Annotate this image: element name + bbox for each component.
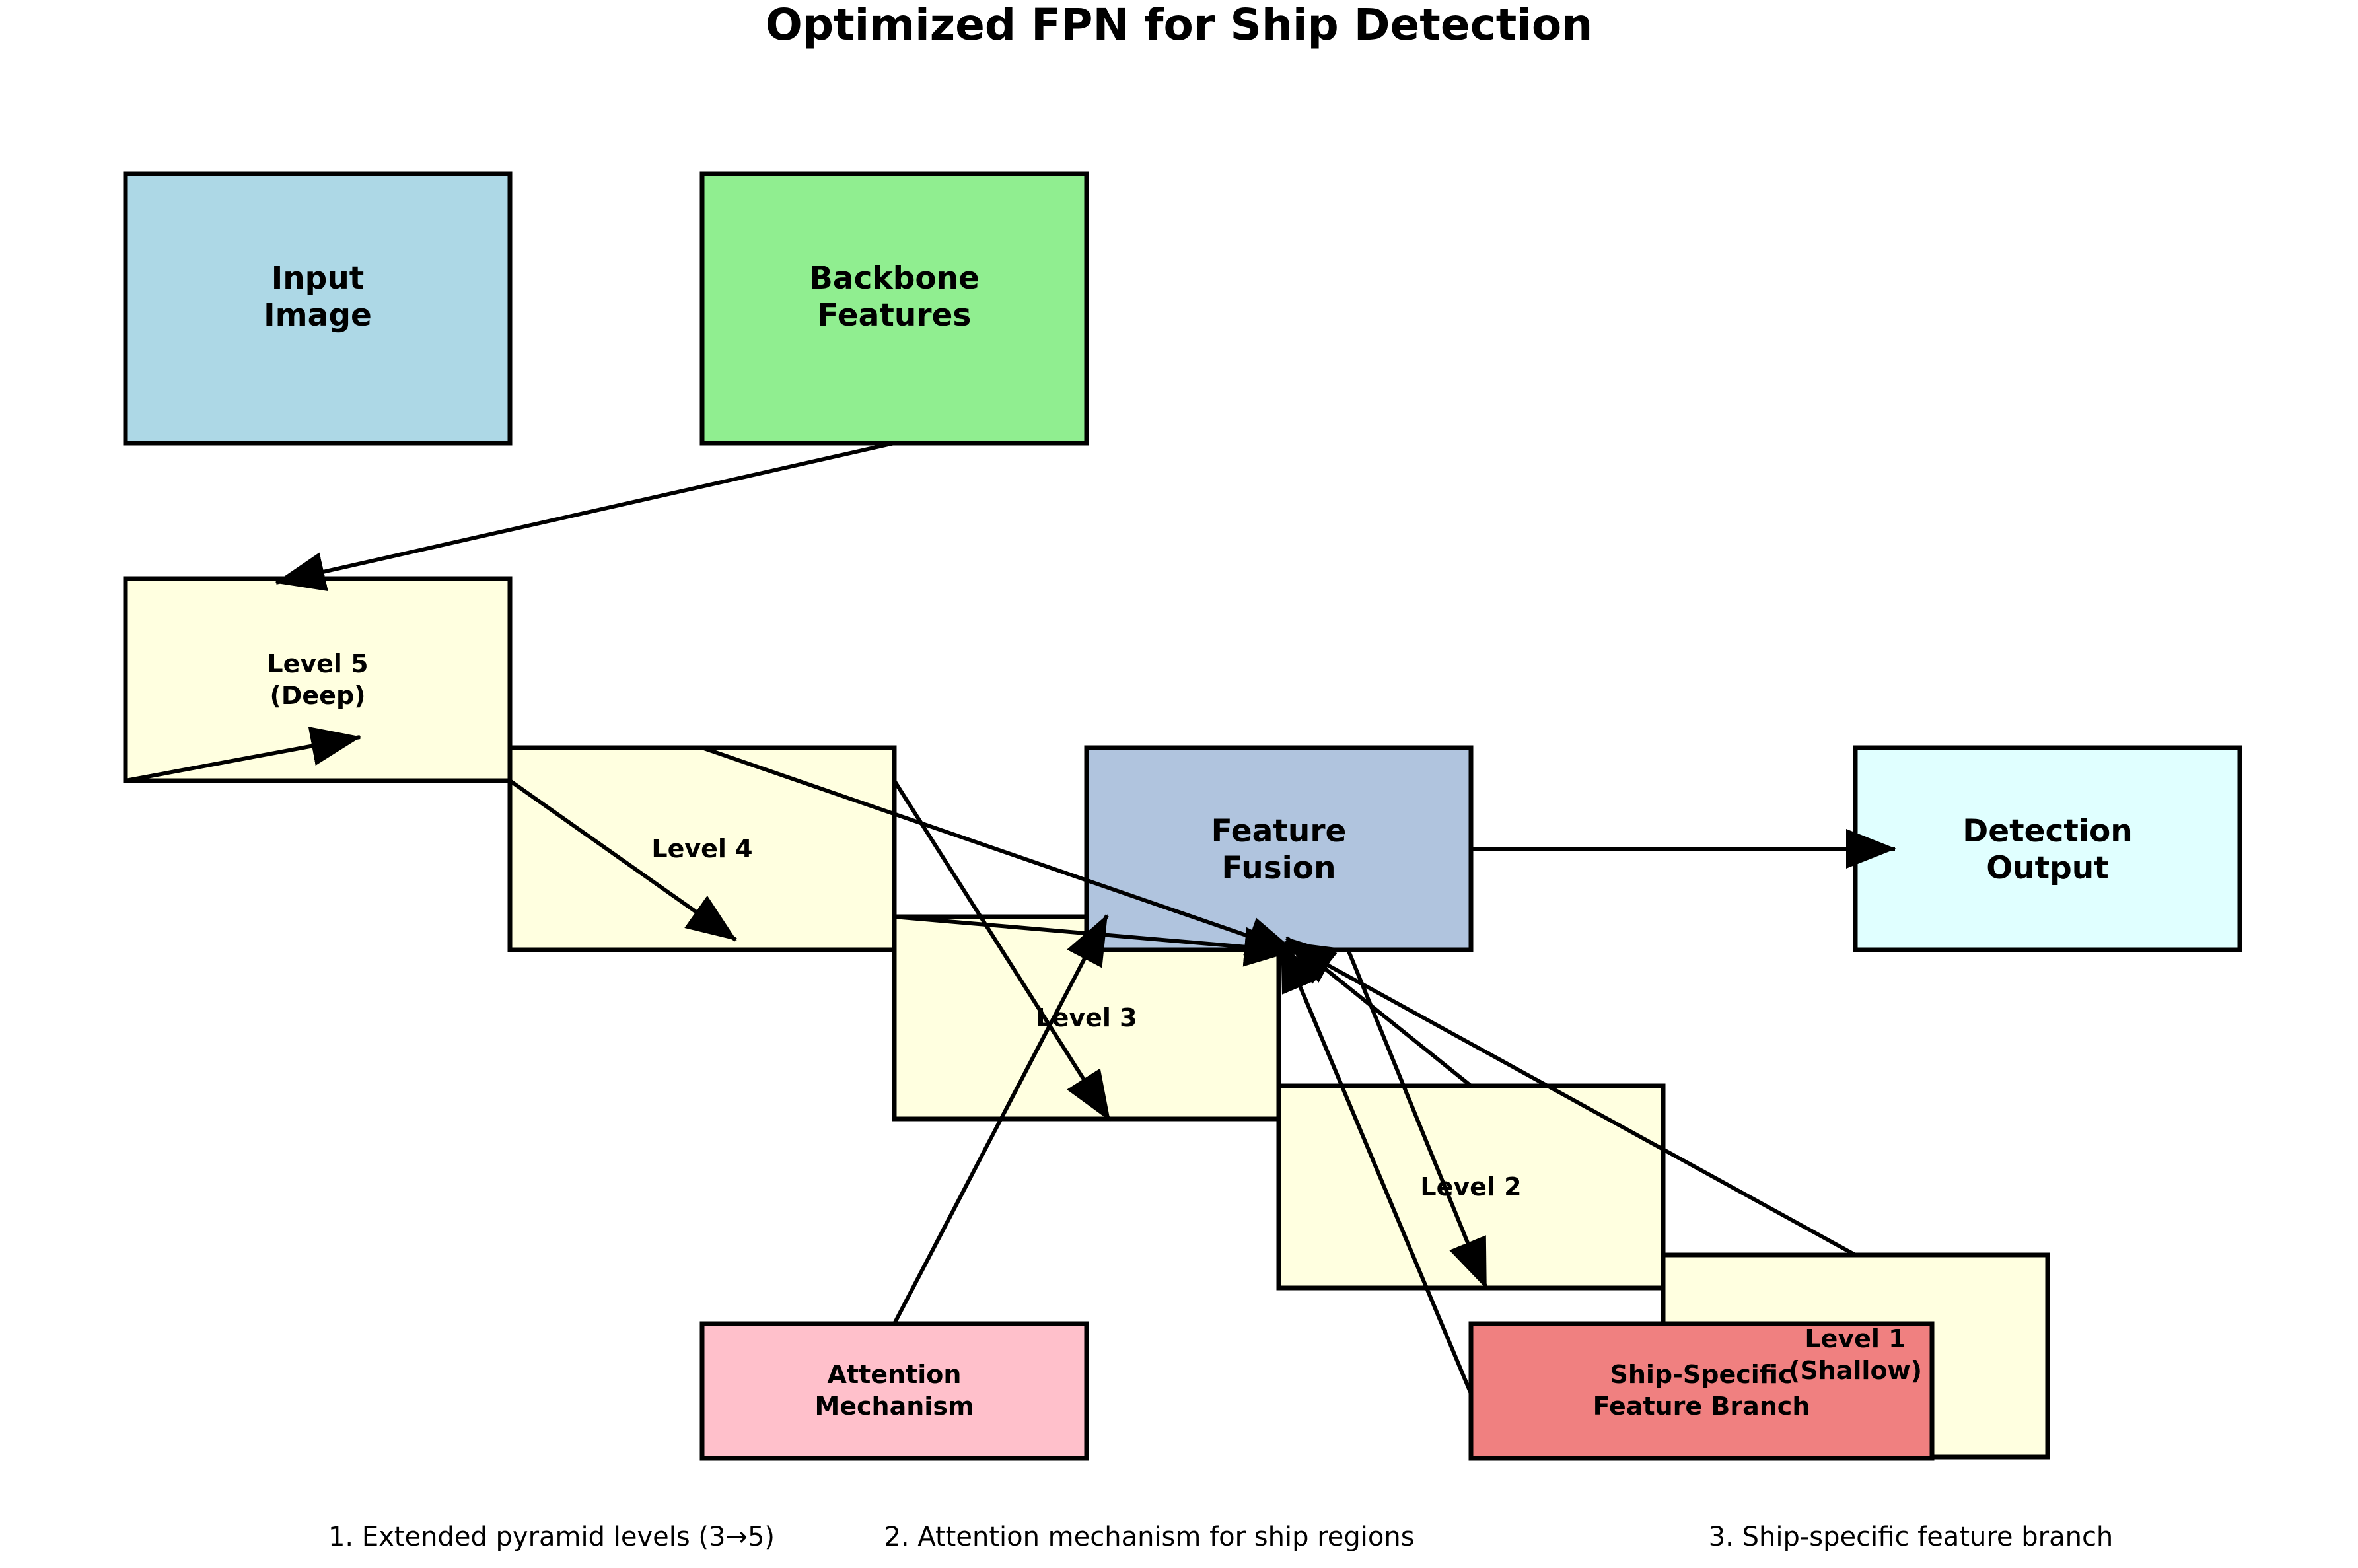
output-label: Detection [1962, 813, 2132, 849]
input-image-label-2: Image [264, 297, 372, 334]
input-image-node: Input Image [123, 171, 513, 446]
feature-fusion-node: Feature Fusion [1084, 745, 1474, 952]
backbone-features-node: Backbone Features [699, 171, 1089, 446]
backbone-label: Backbone [809, 260, 980, 297]
arrow-level2-to-fusion [1285, 936, 1472, 1088]
arrow-level4-to-fusion [701, 746, 1297, 956]
level-5-node: Level 5 (Deep) [123, 576, 513, 783]
arrow-level3-to-fusion [893, 915, 1295, 967]
ship-branch-label-2: Feature Branch [1593, 1392, 1810, 1421]
note-2: 2. Attention mechanism for ship regions [884, 1522, 1414, 1552]
connectors [125, 441, 1896, 1395]
output-label-2: Output [1986, 850, 2108, 886]
input-image-label: Input [271, 260, 365, 297]
backbone-label-2: Features [818, 297, 972, 334]
arrow-level5-to-level4 [509, 779, 737, 942]
ship-branch-node: Ship-Specific Feature Branch [1468, 1321, 1935, 1461]
arrow-attention-to-level3 [892, 914, 1109, 1325]
attention-mechanism-node: Attention Mechanism [699, 1321, 1089, 1461]
note-3: 3. Ship-specific feature branch [1709, 1522, 2114, 1552]
attention-label: Attention [828, 1360, 962, 1389]
level-4-label: Level 4 [651, 834, 752, 863]
fusion-label-2: Fusion [1221, 850, 1336, 886]
level-5-label: Level 5 [267, 649, 368, 678]
arrow-fusion-to-level2 [1346, 948, 1488, 1289]
note-1: 1. Extended pyramid levels (3→5) [328, 1522, 775, 1552]
detection-output-node: Detection Output [1853, 745, 2242, 952]
level-4-node: Level 4 [507, 745, 897, 952]
arrow-level1-to-fusion [1284, 940, 1857, 1257]
attention-label-2: Mechanism [814, 1392, 974, 1421]
arrow-level5-self [125, 727, 361, 783]
arrow-backbone-to-level5 [275, 441, 895, 591]
level-1-sublabel: (Shallow) [1789, 1356, 1922, 1385]
arrow-shipbranch-to-fusion [1279, 941, 1473, 1395]
level-1-label: Level 1 [1804, 1324, 1906, 1353]
ship-branch-label: Ship-Specific [1610, 1360, 1793, 1389]
level-5-sublabel: (Deep) [269, 681, 365, 710]
arrow-level4-to-level3 [892, 779, 1112, 1122]
diagram-title: Optimized FPN for Ship Detection [766, 0, 1592, 50]
level-2-label: Level 2 [1420, 1172, 1521, 1201]
fusion-label: Feature [1211, 813, 1347, 849]
